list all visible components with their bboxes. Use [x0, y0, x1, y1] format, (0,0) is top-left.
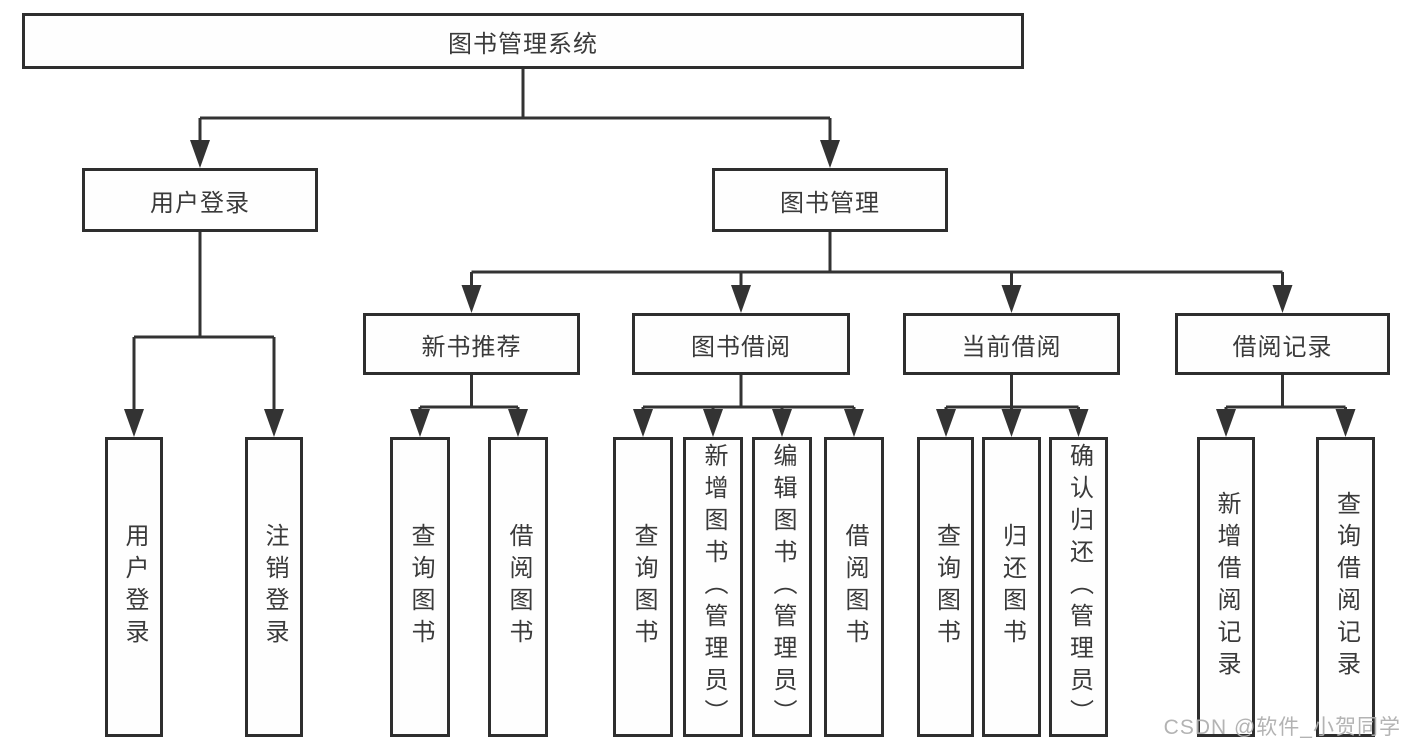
- node-return-books: 归还图书: [982, 437, 1041, 737]
- node-current-borrowing: 当前借阅: [903, 313, 1120, 375]
- node-query-books-recommend: 查询图书: [390, 437, 450, 737]
- node-confirm-return-admin: 确认归还（管理员）: [1049, 437, 1108, 737]
- node-new-book-recommendation: 新书推荐: [363, 313, 580, 375]
- watermark: CSDN @软件_小贺同学: [1163, 716, 1401, 739]
- node-library-management-system: 图书管理系统: [22, 13, 1024, 69]
- node-label: 用户登录: [121, 523, 148, 651]
- node-query-books-borrow: 查询图书: [613, 437, 673, 737]
- node-edit-books-admin: 编辑图书（管理员）: [752, 437, 812, 737]
- node-logout-action: 注销登录: [245, 437, 303, 737]
- node-label: 借阅图书: [505, 523, 532, 651]
- node-user-login: 用户登录: [82, 168, 318, 232]
- node-label: 查询图书: [407, 523, 434, 651]
- node-book-management: 图书管理: [712, 168, 948, 232]
- node-label: 归还图书: [998, 523, 1026, 651]
- node-label: 注销登录: [261, 523, 288, 651]
- node-label: 新增图书（管理员）: [700, 443, 727, 731]
- node-query-borrow-record: 查询借阅记录: [1316, 437, 1375, 737]
- node-label: 查询图书: [932, 523, 960, 651]
- node-add-books-admin: 新增图书（管理员）: [683, 437, 743, 737]
- node-user-login-action: 用户登录: [105, 437, 163, 737]
- node-borrowing-records: 借阅记录: [1175, 313, 1390, 375]
- node-borrow-books-recommend: 借阅图书: [488, 437, 548, 737]
- node-query-books-current: 查询图书: [917, 437, 974, 737]
- node-label: 确认归还（管理员）: [1065, 443, 1093, 731]
- node-label: 新增借阅记录: [1213, 491, 1240, 683]
- node-book-borrowing: 图书借阅: [632, 313, 850, 375]
- node-label: 借阅图书: [841, 523, 868, 651]
- node-borrow-books-action: 借阅图书: [824, 437, 884, 737]
- node-label: 编辑图书（管理员）: [769, 443, 796, 731]
- node-add-borrow-record: 新增借阅记录: [1197, 437, 1255, 737]
- node-label: 查询借阅记录: [1332, 491, 1360, 683]
- node-label: 查询图书: [630, 523, 657, 651]
